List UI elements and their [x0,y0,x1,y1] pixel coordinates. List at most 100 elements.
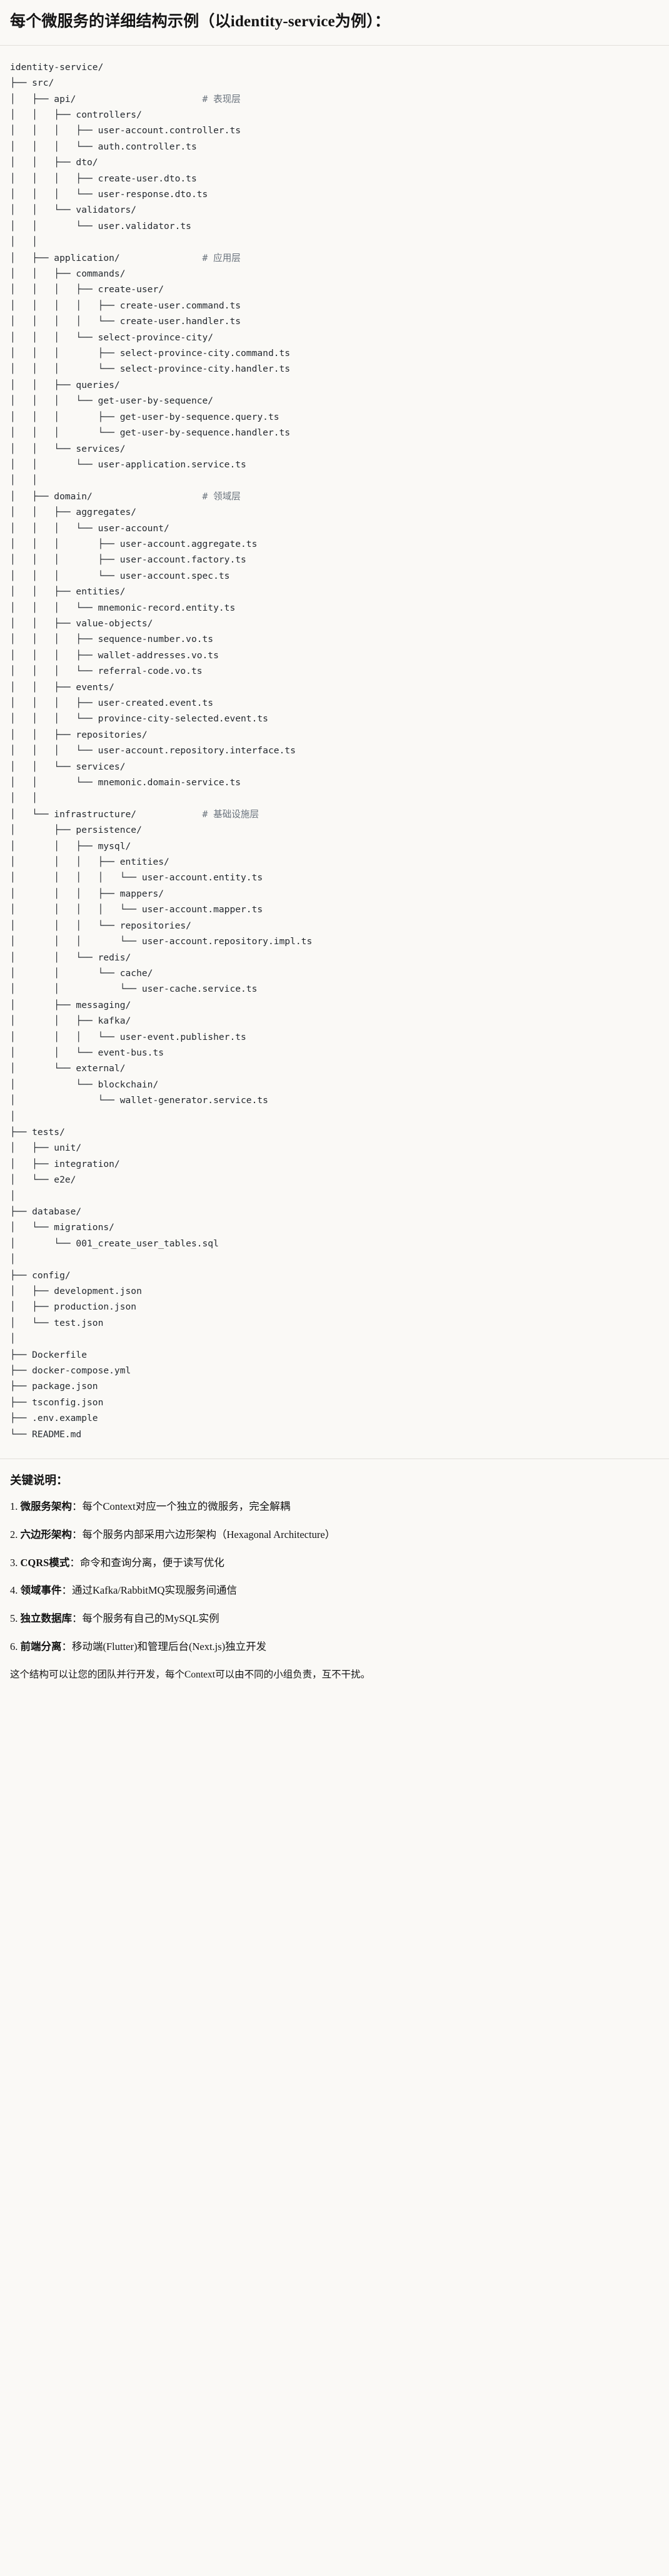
tree-line: │ │ ├── kafka/ [10,1013,659,1029]
tree-line: │ │ └── redis/ [10,950,659,965]
tree-line: │ │ ├── dto/ [10,155,659,170]
tree-line-text: │ │ ├── events/ [10,681,114,693]
tree-line: ├── .env.example [10,1410,659,1426]
tree-line-text: identity-service/ [10,61,104,73]
key-point-separator: ： [72,1500,83,1513]
tree-line-gap [93,491,203,502]
tree-line: │ ├── production.json [10,1299,659,1315]
tree-line: │ │ ├── aggregates/ [10,504,659,520]
tree-line-gap [76,94,202,104]
tree-line-text: │ │ └── user-application.service.ts [10,459,246,470]
tree-line: │ │ │ └── user-account/ [10,521,659,536]
tree-line-text: ├── database/ [10,1206,82,1217]
tree-line: │ │ └── validators/ [10,202,659,218]
tree-line-text: │ │ │ ├── get-user-by-sequence.query.ts [10,411,279,422]
tree-line-text: │ │ │ ├── select-province-city.command.t… [10,348,291,359]
tree-line: │ └── 001_create_user_tables.sql [10,1236,659,1251]
tree-line: ├── tsconfig.json [10,1395,659,1410]
key-point-separator: ： [61,1584,73,1597]
tree-line-text: │ ├── domain/ [10,491,93,502]
key-point-separator: ： [72,1612,83,1625]
key-point-text: 每个服务内部采用六边形架构（Hexagonal Architecture） [82,1528,336,1540]
tree-line-text: │ │ ├── commands/ [10,268,126,280]
tree-line-text: │ │ ├── controllers/ [10,109,142,120]
tree-line: │ │ └── user-cache.service.ts [10,981,659,997]
tree-line-text: │ │ │ └── user-account.repository.interf… [10,745,296,756]
tree-line-text: │ └── e2e/ [10,1174,76,1186]
tree-line: │ │ └── services/ [10,441,659,457]
tree-line-text: │ │ [10,475,38,486]
tree-line-text: │ │ └── mnemonic.domain-service.ts [10,777,241,788]
tree-line: │ │ │ └── user-event.publisher.ts [10,1029,659,1045]
tree-line-text: │ │ │ │ └── user-account.mapper.ts [10,904,263,915]
page-title: 每个微服务的详细结构示例（以identity-service为例）： [10,13,391,30]
tree-line-text: │ │ │ └── select-province-city/ [10,332,214,343]
tree-line-text: │ │ └── services/ [10,443,126,454]
tree-line: │ │ ├── controllers/ [10,107,659,123]
tree-line: │ │ ├── queries/ [10,377,659,393]
tree-line: │ ├── application/ # 应用层 [10,250,659,266]
tree-line: │ └── external/ [10,1061,659,1076]
tree-line-text: │ │ │ └── repositories/ [10,920,191,931]
tree-line-text: │ [10,1111,16,1122]
tree-line: │ [10,1251,659,1267]
tree-line-text: │ └── wallet-generator.service.ts [10,1095,268,1106]
key-point-number: 1. [10,1500,21,1513]
tree-line-text: │ │ │ └── get-user-by-sequence/ [10,395,214,407]
tree-line-text: ├── tsconfig.json [10,1397,104,1408]
tree-line-text: ├── package.json [10,1381,98,1392]
tree-line-text: │ │ │ └── referral-code.vo.ts [10,666,203,677]
tree-line: │ │ │ └── user-account.repository.interf… [10,743,659,758]
tree-line-text: ├── .env.example [10,1413,98,1424]
tree-line-text: │ └── external/ [10,1063,126,1074]
tree-line-text: │ │ │ ├── wallet-addresses.vo.ts [10,649,219,661]
key-point-separator: ： [72,1528,83,1540]
tree-line-text: │ ├── persistence/ [10,825,142,836]
tree-line: │ ├── api/ # 表现层 [10,91,659,107]
key-point-number: 5. [10,1612,21,1625]
directory-tree: identity-service/ ├── src/ │ ├── api/ # … [10,59,659,1442]
tree-line: │ │ │ ├── entities/ [10,854,659,870]
tree-line: │ │ │ └── auth.controller.ts [10,139,659,155]
key-point-text: 移动端(Flutter)和管理后台(Next.js)独立开发 [72,1640,267,1652]
tree-line: │ │ │ ├── select-province-city.command.t… [10,345,659,361]
tree-line: │ │ │ └── province-city-selected.event.t… [10,711,659,726]
tree-line-text: │ └── infrastructure/ [10,808,137,820]
tree-line: │ │ └── mnemonic.domain-service.ts [10,775,659,790]
tree-line-text: │ ├── development.json [10,1286,142,1297]
tree-line-text: │ │ │ ├── user-account.factory.ts [10,554,246,566]
key-point-text: 通过Kafka/RabbitMQ实现服务间通信 [72,1584,237,1597]
tree-line: │ │ │ └── select-province-city/ [10,330,659,345]
tree-line-text: │ │ │ └── select-province-city.handler.t… [10,364,291,375]
tree-line-text: │ │ │ ├── create-user.dto.ts [10,173,197,184]
key-point-item: 2. 六边形架构：每个服务内部采用六边形架构（Hexagonal Archite… [10,1527,659,1543]
tree-line-text: ├── config/ [10,1270,71,1281]
tree-line-gap [120,253,203,263]
tree-line: │ │ │ ├── get-user-by-sequence.query.ts [10,409,659,425]
tree-line: │ │ │ └── select-province-city.handler.t… [10,361,659,377]
tree-line-comment: # 领域层 [202,491,241,502]
tree-line-text: │ │ ├── entities/ [10,586,126,598]
tree-line-text: │ │ └── user-cache.service.ts [10,984,258,995]
tree-line-text: │ │ │ ├── mappers/ [10,888,164,899]
key-point-text: 命令和查询分离，便于读写优化 [79,1556,224,1569]
tree-line: ├── package.json [10,1378,659,1394]
key-point-label: CQRS模式 [20,1556,70,1569]
tree-line-text: │ │ │ └── user-response.dto.ts [10,189,208,200]
key-point-number: 3. [10,1556,21,1569]
tree-line: │ │ │ │ └── create-user.handler.ts [10,313,659,329]
key-point-separator: ： [61,1640,73,1652]
tree-line-text: │ │ └── user.validator.ts [10,220,191,232]
tree-line-text: │ │ │ ├── entities/ [10,857,169,868]
tree-line: │ │ └── event-bus.ts [10,1045,659,1061]
tree-line-text: │ │ │ ├── user-created.event.ts [10,698,214,708]
tree-line: ├── docker-compose.yml [10,1363,659,1378]
key-point-item: 5. 独立数据库：每个服务有自己的MySQL实例 [10,1611,659,1627]
tree-line: │ │ │ └── mnemonic-record.entity.ts [10,600,659,616]
tree-line: │ ├── messaging/ [10,997,659,1013]
tree-line: │ │ └── cache/ [10,965,659,981]
tree-line: ├── src/ [10,75,659,91]
tree-line-text: │ │ ├── kafka/ [10,1016,131,1027]
tree-line-text: │ └── 001_create_user_tables.sql [10,1238,219,1249]
